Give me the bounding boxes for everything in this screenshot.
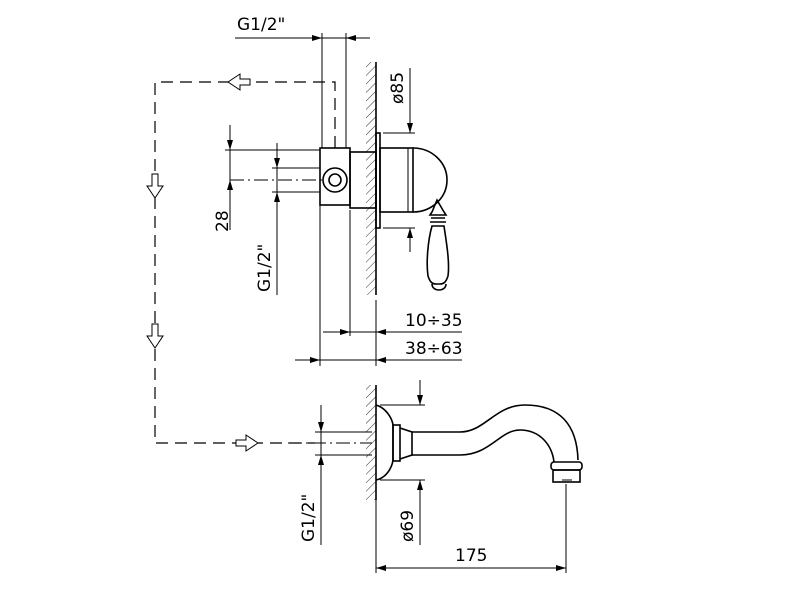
spout-inlet-pipe [288,431,372,456]
dimension-wall-depth-inner: 10÷35 [323,210,463,336]
dimension-inlet-thread: G1/2" [255,143,320,295]
valve-body [319,132,450,291]
dimension-label: G1/2" [237,15,285,35]
dimension-label: 10÷35 [405,311,463,331]
dimension-wall-depth-outer: 38÷63 [295,205,463,366]
wall-upper [366,62,377,295]
dimension-top-thread: G1/2" [235,15,370,148]
dimension-spout-length: 175 [375,484,567,573]
dimension-label: ø69 [398,510,418,542]
spout [375,404,583,483]
flow-arrow-down-icon [146,173,164,199]
dimension-spout-flange-diameter: ø69 [380,380,425,545]
lever-handle [426,198,450,291]
dimension-label: 28 [213,210,233,232]
dimension-label: 175 [455,546,487,566]
wall-lower [366,385,377,500]
dimension-label: G1/2" [255,244,275,292]
dimension-valve-diameter: ø85 [383,68,415,252]
dimension-label: ø85 [388,72,408,104]
flow-arrow-right-icon [235,434,259,452]
dimension-label: 38÷63 [405,339,463,359]
dimension-label: G1/2" [299,494,319,542]
dimension-inlet-spacing: 28 [213,125,320,232]
pipe-routing [146,73,336,452]
dimension-spout-thread: G1/2" [299,405,324,545]
flow-arrow-left-icon [227,73,251,91]
flow-arrow-down-icon [146,323,164,349]
